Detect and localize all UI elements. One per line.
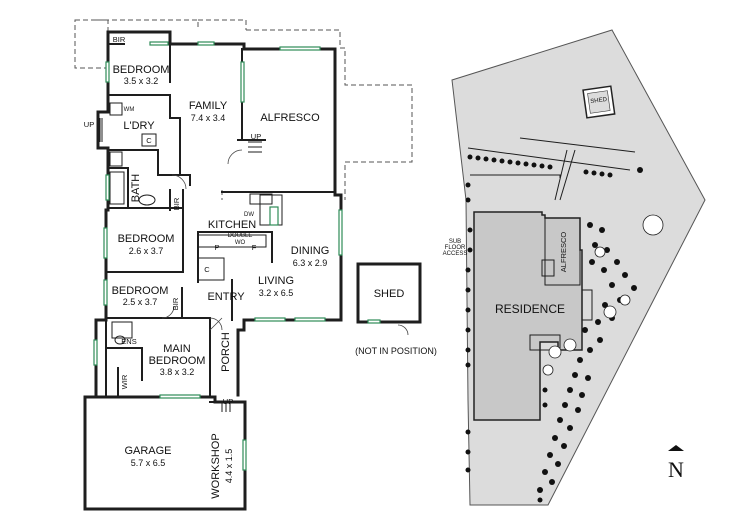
subfloor-label-1: SUB xyxy=(449,239,461,245)
alfresco-label: ALFRESCO xyxy=(260,112,320,124)
entry-label: ENTRY xyxy=(207,291,245,303)
subfloor-label-3: ACCESS xyxy=(443,251,468,257)
living-dims: 3.2 x 6.5 xyxy=(259,288,294,298)
laundry-label: L'DRY xyxy=(123,120,155,132)
dw-label: DW xyxy=(244,212,254,218)
site-alfresco-label: ALFRESCO xyxy=(559,232,568,273)
main-bedroom-label-1: MAIN xyxy=(163,343,191,355)
bedroom1-label: BEDROOM xyxy=(113,64,170,76)
bedroom2-dims: 2.6 x 3.7 xyxy=(129,246,164,256)
bedroom2-label: BEDROOM xyxy=(118,233,175,245)
north-arrow: N xyxy=(668,445,684,482)
ens-label: ENS xyxy=(121,337,136,346)
bedroom3-label: BEDROOM xyxy=(112,285,169,297)
bedroom3-dims: 2.5 x 3.7 xyxy=(123,297,158,307)
subfloor-label-2: FLOOR xyxy=(445,245,466,251)
shed-label: SHED xyxy=(374,288,405,300)
main-bedroom-dims: 3.8 x 3.2 xyxy=(160,367,195,377)
workshop-label: WORKSHOP xyxy=(210,433,222,498)
entry-cupboard-label: C xyxy=(204,265,210,274)
living-label: LIVING xyxy=(258,275,294,287)
kitchen-label: KITCHEN xyxy=(208,219,256,231)
bir-top-label: BIR xyxy=(113,35,126,44)
bedroom1-dims: 3.5 x 3.2 xyxy=(124,76,159,86)
family-dims: 7.4 x 3.4 xyxy=(191,113,226,123)
north-label: N xyxy=(668,457,684,482)
garage-dims: 5.7 x 6.5 xyxy=(131,458,166,468)
double-wo-label: DOUBLE xyxy=(228,233,253,239)
bir-low-label: BIR xyxy=(171,297,180,310)
up-label-alfresco: UP xyxy=(251,132,261,141)
up-label-garage: UP xyxy=(223,397,233,406)
family-label: FAMILY xyxy=(189,100,228,112)
site-plan: SHED SUB FLOOR ACCESS ALFRESCO RESIDENCE xyxy=(443,29,706,506)
pantry-label: P xyxy=(214,243,219,252)
double-wo-label-2: WO xyxy=(235,240,246,246)
shed-note: (NOT IN POSITION) xyxy=(355,346,437,356)
bir-mid-label: BIR xyxy=(172,197,181,210)
workshop-dims: 4.4 x 1.5 xyxy=(224,449,234,484)
site-shed-label: SHED xyxy=(590,97,608,105)
laundry-cupboard-label: C xyxy=(146,136,152,145)
dining-dims: 6.3 x 2.9 xyxy=(293,258,328,268)
porch-label: PORCH xyxy=(220,332,232,372)
north-arrow-icon xyxy=(668,445,684,451)
wm-label: WM xyxy=(124,107,135,113)
up-label-laundry: UP xyxy=(84,120,94,129)
dining-label: DINING xyxy=(291,245,330,257)
floor-plan: BIR BEDROOM 3.5 x 3.2 FAMILY 7.4 x 3.4 A… xyxy=(74,19,437,511)
main-bedroom-label-2: BEDROOM xyxy=(149,355,206,367)
wir-label: WIR xyxy=(120,374,129,389)
bath-label: BATH xyxy=(130,174,142,203)
fridge-label: F xyxy=(252,243,257,252)
residence-label: RESIDENCE xyxy=(495,302,565,316)
garage-label: GARAGE xyxy=(124,445,171,457)
